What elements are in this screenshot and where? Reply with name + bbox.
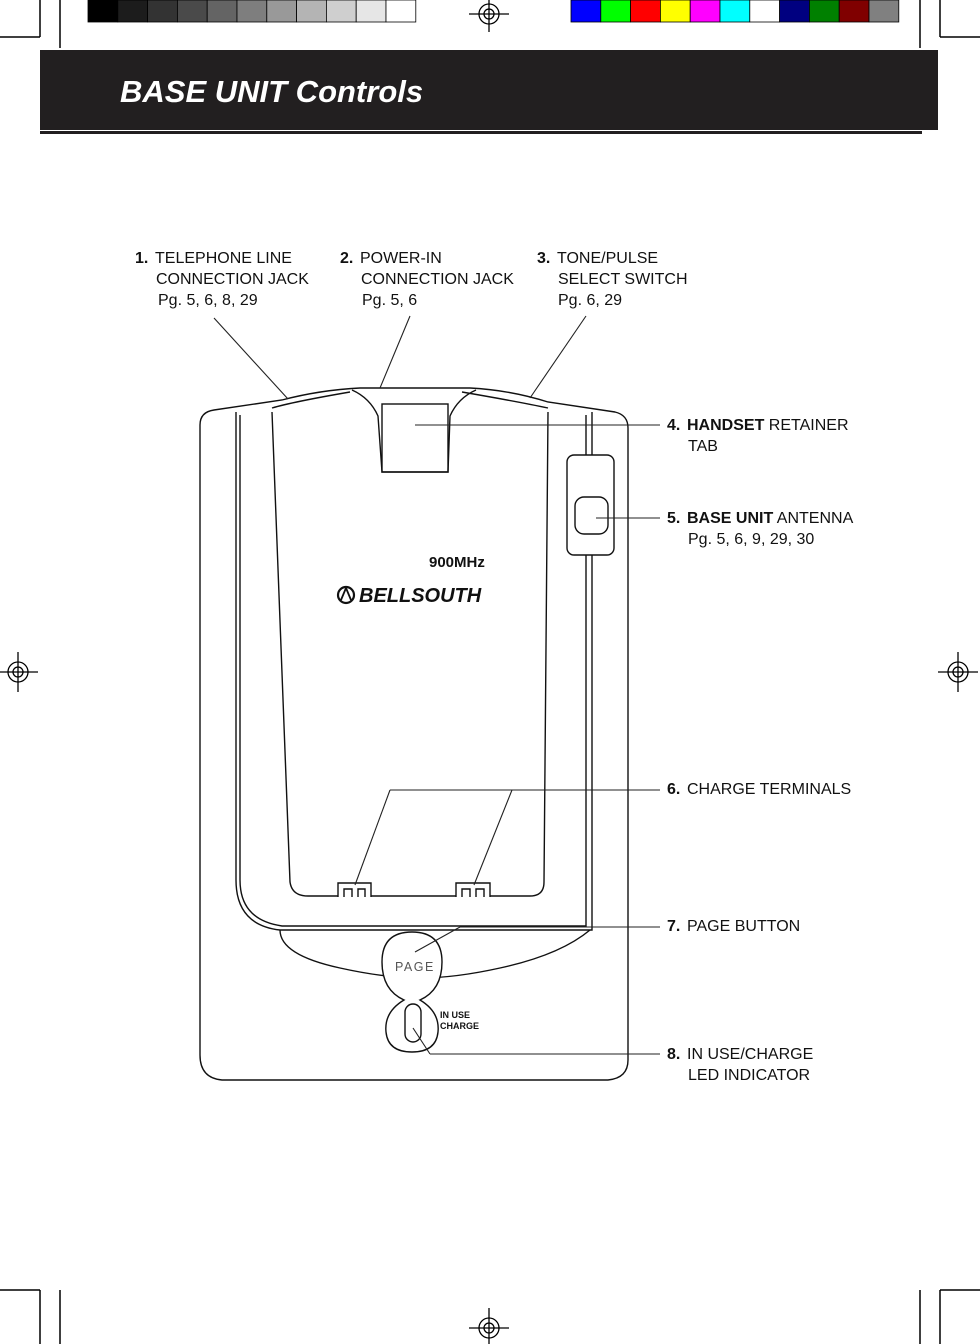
color-swatch [266,0,297,23]
color-swatch [87,0,119,23]
brand-label: BELLSOUTH [359,585,482,607]
color-swatch [355,0,387,23]
callout-pages: Pg. 5, 6, 8, 29 [158,292,258,309]
callout-base-unit-antenna: 5. BASE UNIT ANTENNA Pg. 5, 6, 9, 29, 30 [667,508,853,550]
color-swatch [809,0,840,23]
color-swatch [147,0,178,23]
registration-mark-bottom [469,1308,509,1344]
registration-mark-top [469,0,509,32]
callout-tone-pulse-switch: 3. TONE/PULSE SELECT SWITCH Pg. 6, 29 [537,248,688,311]
color-swatch [600,0,631,23]
color-swatch [117,0,149,23]
callout-text: IN USE/CHARGE [687,1046,814,1063]
charge-terminals [337,882,491,897]
callout-number: 6. [667,781,681,798]
callout-telephone-line-jack: 1. TELEPHONE LINE CONNECTION JACK Pg. 5, … [135,248,309,311]
color-swatch [838,0,870,23]
registration-mark-left [0,652,38,692]
base-unit-antenna [566,454,615,556]
led-indicator [404,1003,422,1043]
band-label: 900MHz [429,554,485,571]
callout-text: SELECT SWITCH [558,271,688,288]
callout-text: CONNECTION JACK [361,271,514,288]
callout-text: RETAINER [768,417,849,434]
callout-number: 8. [667,1046,681,1063]
callout-number: 2. [340,250,354,267]
color-swatch [325,0,357,23]
callout-handset-retainer-tab: 4. HANDSET RETAINER TAB [667,415,849,457]
handset-retainer-tab [351,389,477,473]
color-swatch [206,0,238,23]
color-swatch [176,0,208,23]
color-swatch [630,0,661,23]
header-bar [40,50,938,130]
page-button-label: PAGE [395,960,435,974]
color-swatch [719,0,751,23]
grayscale-color-bar [87,0,417,23]
callout-number: 7. [667,918,681,935]
callout-text: POWER-IN [360,250,442,267]
callout-bold-text: BASE UNIT [687,510,774,527]
callout-power-in-jack: 2. POWER-IN CONNECTION JACK Pg. 5, 6 [340,248,514,311]
callout-pages: Pg. 5, 6, 9, 29, 30 [688,531,815,548]
callout-text: PAGE BUTTON [687,918,801,935]
color-swatch [385,0,417,23]
callout-text: CHARGE TERMINALS [687,781,852,798]
led-label-charge: CHARGE [440,1021,479,1031]
color-calibration-bar [570,0,900,23]
registration-mark-right [938,652,978,692]
callout-charge-terminals: 6. CHARGE TERMINALS [667,779,851,800]
callout-number: 4. [667,417,681,434]
callout-led-indicator: 8. IN USE/CHARGE LED INDICATOR [667,1044,813,1086]
color-swatch [868,0,900,23]
callout-number: 5. [667,510,681,527]
callout-page-button: 7. PAGE BUTTON [667,916,800,937]
callout-text: CONNECTION JACK [156,271,309,288]
color-swatch [689,0,721,23]
callout-pages: Pg. 5, 6 [362,292,418,309]
callout-number: 1. [135,250,149,267]
callout-bold-text: HANDSET [687,417,765,434]
color-swatch [236,0,268,23]
color-swatch [749,0,780,23]
color-swatch [779,0,810,23]
callout-text: LED INDICATOR [688,1067,811,1084]
callout-text: ANTENNA [776,510,854,527]
leader-lines [213,315,660,1055]
color-swatch [570,0,602,23]
base-unit-body [199,387,629,1081]
page-button [381,931,443,1053]
callout-pages: Pg. 6, 29 [558,292,623,309]
callout-text: TAB [688,438,718,455]
bellsouth-logo: BELLSOUTH [336,585,482,607]
led-label-in-use: IN USE [440,1010,470,1020]
callout-text: TELEPHONE LINE [155,250,292,267]
color-swatch [296,0,327,23]
page-title: BASE UNIT Controls [120,74,424,109]
color-swatch [660,0,691,23]
callout-number: 3. [537,250,551,267]
callout-text: TONE/PULSE [557,250,659,267]
header-rule [40,131,922,134]
